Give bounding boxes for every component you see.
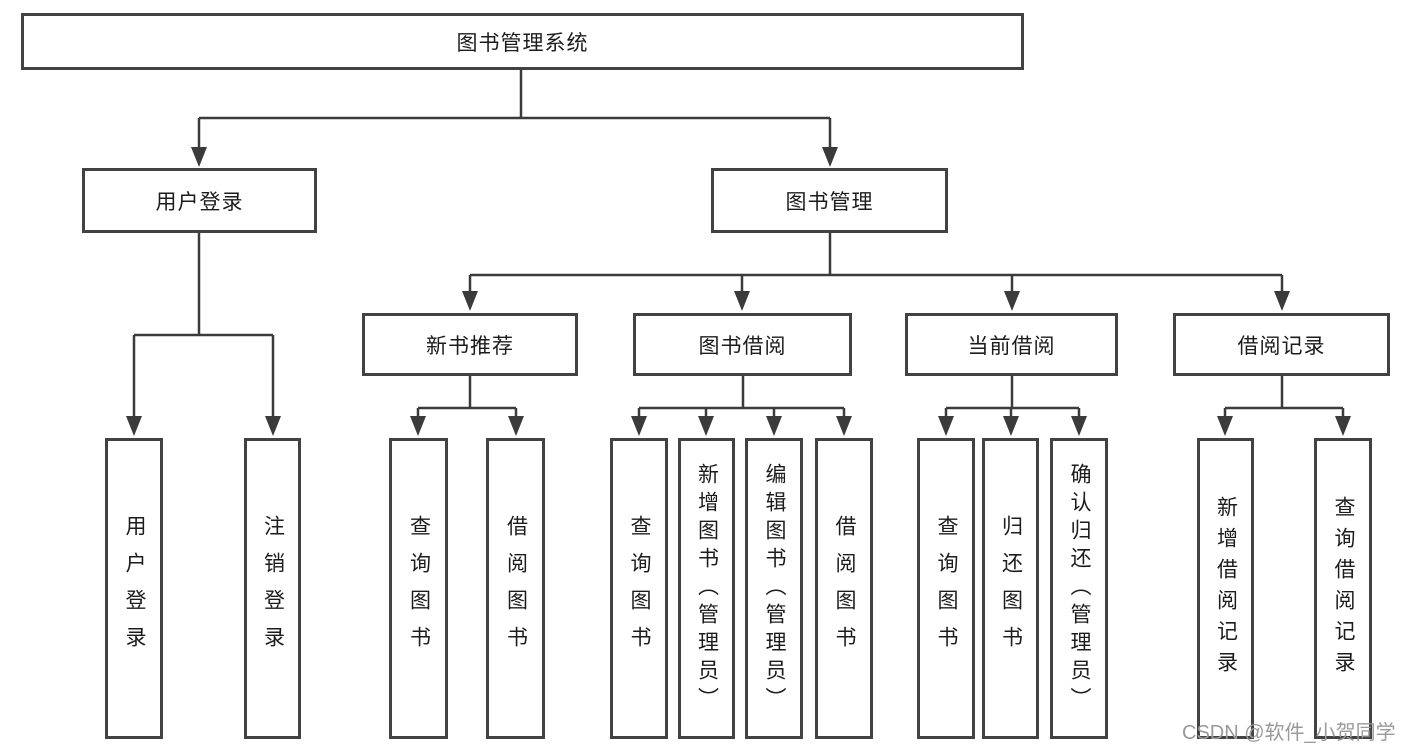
arrow-down-icon bbox=[126, 416, 142, 436]
leaf-borrow-books-recommend: 借阅图书 bbox=[486, 438, 545, 739]
arrow-down-icon bbox=[410, 416, 426, 436]
arrow-down-icon bbox=[265, 416, 281, 436]
arrow-down-icon bbox=[631, 416, 647, 436]
connector-book-mgmt-branch bbox=[468, 233, 1284, 294]
node-book-management: 图书管理 bbox=[711, 168, 948, 233]
arrow-down-icon bbox=[462, 291, 478, 311]
node-borrow-record: 借阅记录 bbox=[1173, 313, 1390, 376]
arrow-down-icon bbox=[1004, 291, 1020, 311]
connector-root-to-level2 bbox=[197, 70, 832, 150]
leaf-return-books: 归还图书 bbox=[982, 438, 1039, 739]
arrow-down-icon bbox=[508, 416, 524, 436]
arrow-down-icon bbox=[1003, 416, 1019, 436]
leaf-add-books-admin: 新增图书（管理员） bbox=[678, 438, 735, 739]
node-root-system: 图书管理系统 bbox=[21, 13, 1024, 70]
arrow-down-icon bbox=[1217, 416, 1233, 436]
node-user-login: 用户登录 bbox=[82, 168, 317, 233]
arrow-down-icon bbox=[1071, 416, 1087, 436]
arrow-down-icon bbox=[734, 291, 750, 311]
node-new-book-recommend: 新书推荐 bbox=[362, 313, 578, 376]
arrow-down-icon bbox=[698, 416, 714, 436]
connector-new-book-branch bbox=[416, 376, 518, 419]
leaf-edit-books-admin: 编辑图书（管理员） bbox=[745, 438, 803, 739]
arrow-down-icon bbox=[836, 416, 852, 436]
connector-current-borrow-branch bbox=[944, 376, 1081, 419]
node-book-borrow: 图书借阅 bbox=[633, 313, 852, 376]
connector-book-borrow-branch bbox=[637, 376, 846, 419]
arrow-down-icon bbox=[191, 147, 207, 167]
leaf-add-borrow-record: 新增借阅记录 bbox=[1197, 438, 1254, 739]
connector-user-login-branch bbox=[132, 232, 275, 419]
leaf-logout: 注销登录 bbox=[244, 438, 301, 739]
leaf-query-books-borrow: 查询图书 bbox=[610, 438, 668, 739]
arrow-down-icon bbox=[822, 147, 838, 167]
connector-borrow-record-branch bbox=[1223, 376, 1345, 419]
node-current-borrow: 当前借阅 bbox=[905, 313, 1118, 376]
leaf-query-borrow-record: 查询借阅记录 bbox=[1314, 438, 1372, 739]
arrow-down-icon bbox=[938, 416, 954, 436]
arrow-down-icon bbox=[1335, 416, 1351, 436]
leaf-borrow-books: 借阅图书 bbox=[815, 438, 873, 739]
leaf-query-books-recommend: 查询图书 bbox=[389, 438, 448, 739]
csdn-watermark: CSDN @软件_小贺同学 bbox=[1182, 722, 1396, 744]
arrow-down-icon bbox=[766, 416, 782, 436]
leaf-user-login: 用户登录 bbox=[105, 438, 163, 739]
leaf-query-books-current: 查询图书 bbox=[917, 438, 975, 739]
leaf-confirm-return-admin: 确认归还（管理员） bbox=[1050, 438, 1108, 739]
arrow-down-icon bbox=[1274, 291, 1290, 311]
